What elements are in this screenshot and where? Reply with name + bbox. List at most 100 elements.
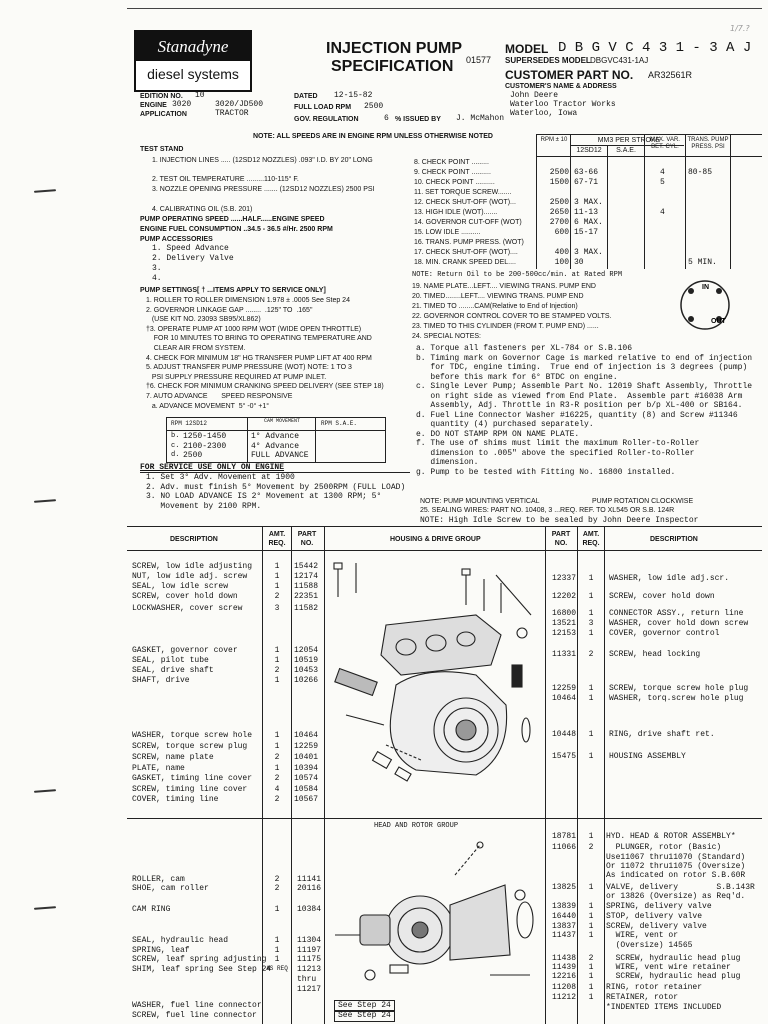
perf-row-mm3: 63-66 xyxy=(574,168,599,177)
perf-row-var: 4 xyxy=(660,208,665,217)
rotor-part-no: thru xyxy=(297,975,317,984)
rotor-part-no: 20116 xyxy=(297,884,322,893)
housing-right-qty: 1 xyxy=(588,609,594,618)
housing-part-qty: 2 xyxy=(274,774,280,783)
right-note-item: 23. TIMED TO THIS CYLINDER (FROM T. PUMP… xyxy=(412,323,599,330)
rotor-right-qty: 1 xyxy=(588,832,594,841)
accessories-heading: PUMP ACCESSORIES xyxy=(140,236,213,243)
rotor-part-desc: SPRING, leaf xyxy=(132,946,190,955)
housing-part-no: 11582 xyxy=(294,604,319,613)
rotor-part-qty: AS REQ xyxy=(266,965,288,972)
housing-right-qty: 3 xyxy=(588,619,594,628)
binder-mark-icon xyxy=(33,499,57,503)
rotor-right-part-no: 11066 xyxy=(551,843,576,852)
rotor-right-part-no: 13839 xyxy=(551,902,576,911)
rotor-part-no: 10384 xyxy=(297,905,322,914)
test-stand-heading: TEST STAND xyxy=(140,146,184,153)
adv-row-rpm: 1250-1450 xyxy=(183,432,227,441)
setting-item: 7. AUTO ADVANCE SPEED RESPONSIVE xyxy=(146,393,293,400)
housing-right-desc: WASHER, cover hold down screw xyxy=(609,619,749,628)
housing-part-no: 10574 xyxy=(294,774,319,783)
rotor-right-part-no: 11212 xyxy=(551,993,576,1002)
perf-row-label: 13. HIGH IDLE (WOT)....... xyxy=(414,209,498,216)
rotor-right-desc: SPRING, delivery valve xyxy=(606,902,712,911)
perf-row-label: 9. CHECK POINT .......... xyxy=(414,169,491,176)
adv-row-key: c. xyxy=(171,441,180,450)
rotor-right-desc: (Oversize) 14565 xyxy=(606,941,693,950)
title-line1: INJECTION PUMP xyxy=(326,40,463,57)
high-idle-note: NOTE: High Idle Screw to be sealed by Jo… xyxy=(420,516,699,525)
housing-part-desc: SEAL, drive shaft xyxy=(132,666,214,675)
rotor-right-qty: 1 xyxy=(588,931,594,940)
gov-value: 6 xyxy=(384,114,389,123)
housing-part-no: 11588 xyxy=(294,582,319,591)
housing-part-qty: 4 xyxy=(274,785,280,794)
housing-part-desc: GASKET, timing line cover xyxy=(132,774,253,783)
perf-row-label: 8. CHECK POINT ......... xyxy=(414,159,489,166)
rotor-group-title: HEAD AND ROTOR GROUP xyxy=(374,822,459,830)
special-note-line: g. Pump to be tested with Fitting No. 16… xyxy=(416,467,676,477)
housing-exploded-diagram xyxy=(333,562,532,782)
right-note-item: 19. NAME PLATE...LEFT.... VIEWING TRANS.… xyxy=(412,283,596,290)
perf-row-label: 14. GOVERNOR CUT-OFF (WOT) xyxy=(414,219,522,226)
adv-hdr-rpm2: RPM S.A.E. xyxy=(321,420,358,427)
perf-row-rpm: 2500 xyxy=(549,198,569,207)
perf-row-label: 12. CHECK SHUT-OFF (WOT)... xyxy=(414,199,516,206)
service-item: 2. Adv. must finish 5° Movement by 2500R… xyxy=(146,482,406,492)
application-value: TRACTOR xyxy=(215,109,249,118)
customer-name-label: CUSTOMER'S NAME & ADDRESS xyxy=(505,83,617,90)
rotor-right-desc: WIRE, vent wire retainer xyxy=(606,963,731,972)
rotor-right-part-no: 11438 xyxy=(551,954,576,963)
top-rule xyxy=(127,8,762,9)
housing-part-no: 15442 xyxy=(294,562,319,571)
perf-row-mm3: 30 xyxy=(574,258,584,267)
housing-right-desc: SCREW, torque screw hole plug xyxy=(609,684,749,693)
adv-row-rpm: 2500 xyxy=(183,451,203,460)
rotor-part-no: 11141 xyxy=(297,875,322,884)
col-transfer: TRANS. PUMP PRESS. PSI xyxy=(687,137,729,150)
housing-part-qty: 2 xyxy=(274,666,280,675)
housing-part-qty: 1 xyxy=(274,676,280,685)
setting-item: 1. ROLLER TO ROLLER DIMENSION 1.978 ± .0… xyxy=(146,297,350,304)
dial-in-label: IN xyxy=(702,284,709,291)
special-note-line: before this mark for 6° BTDC on engine. xyxy=(416,372,618,382)
rotor-part-desc: SHIM, leaf spring See Step 24 xyxy=(132,965,272,974)
housing-part-qty: 1 xyxy=(274,764,280,773)
engine-value: 3020 xyxy=(172,100,192,109)
housing-part-no: 10567 xyxy=(294,795,319,804)
special-note-line: quantity (4) purchased separately. xyxy=(416,420,594,429)
housing-part-no: 10453 xyxy=(294,666,319,675)
setting-item: FOR 10 MINUTES TO BRING TO OPERATING TEM… xyxy=(146,335,372,343)
rotor-right-qty: 1 xyxy=(588,902,594,911)
return-oil-note: NOTE: Return Oil to be 200-500cc/min. at… xyxy=(412,271,623,279)
rotor-part-desc: SCREW, leaf spring adjusting xyxy=(132,955,267,964)
hdr-part: PART NO. xyxy=(297,531,317,547)
housing-right-qty: 1 xyxy=(588,684,594,693)
rotor-right-desc: HYD. HEAD & ROTOR ASSEMBLY* xyxy=(606,832,736,841)
mounting-note: NOTE: PUMP MOUNTING VERTICAL xyxy=(420,498,540,505)
setting-item: 5. ADJUST TRANSFER PUMP PRESSURE (WOT) N… xyxy=(146,364,352,372)
rotor-right-part-no: 11208 xyxy=(551,983,576,992)
rotor-part-desc: SEAL, hydraulic head xyxy=(132,936,229,945)
rotor-right-qty: 1 xyxy=(588,922,594,931)
issued-value: J. McMahon xyxy=(456,114,505,123)
rotor-right-part-no: 13825 xyxy=(551,883,576,892)
housing-part-qty: 2 xyxy=(274,753,280,762)
setting-item: †6. CHECK FOR MINIMUM CRANKING SPEED DEL… xyxy=(146,383,384,391)
housing-part-no: 10394 xyxy=(294,764,319,773)
rotor-right-desc: or 13826 (Oversize) as Req'd. xyxy=(606,892,746,901)
binder-mark-icon xyxy=(33,189,57,193)
adv-row-key: d. xyxy=(171,451,180,459)
perf-row-mm3: 67-71 xyxy=(574,178,599,187)
application-label: APPLICATION xyxy=(140,111,187,118)
rotor-right-qty: 2 xyxy=(588,954,594,963)
housing-part-no: 12259 xyxy=(294,742,319,751)
rotor-part-desc: SCREW, fuel line connector xyxy=(132,1011,257,1020)
supersedes-label: SUPERSEDES MODEL xyxy=(505,56,591,65)
col-rpm: RPM ± 10 xyxy=(540,137,568,143)
test-stand-item: 3. NOZZLE OPENING PRESSURE ....... (12SD… xyxy=(152,186,375,193)
housing-part-desc: SCREW, low idle adjusting xyxy=(132,562,253,571)
setting-item: 4. CHECK FOR MINIMUM 18" HG TRANSFER PUM… xyxy=(146,354,372,362)
housing-part-desc: PLATE, name xyxy=(132,764,185,773)
housing-part-desc: WASHER, torque screw hole xyxy=(132,731,253,740)
